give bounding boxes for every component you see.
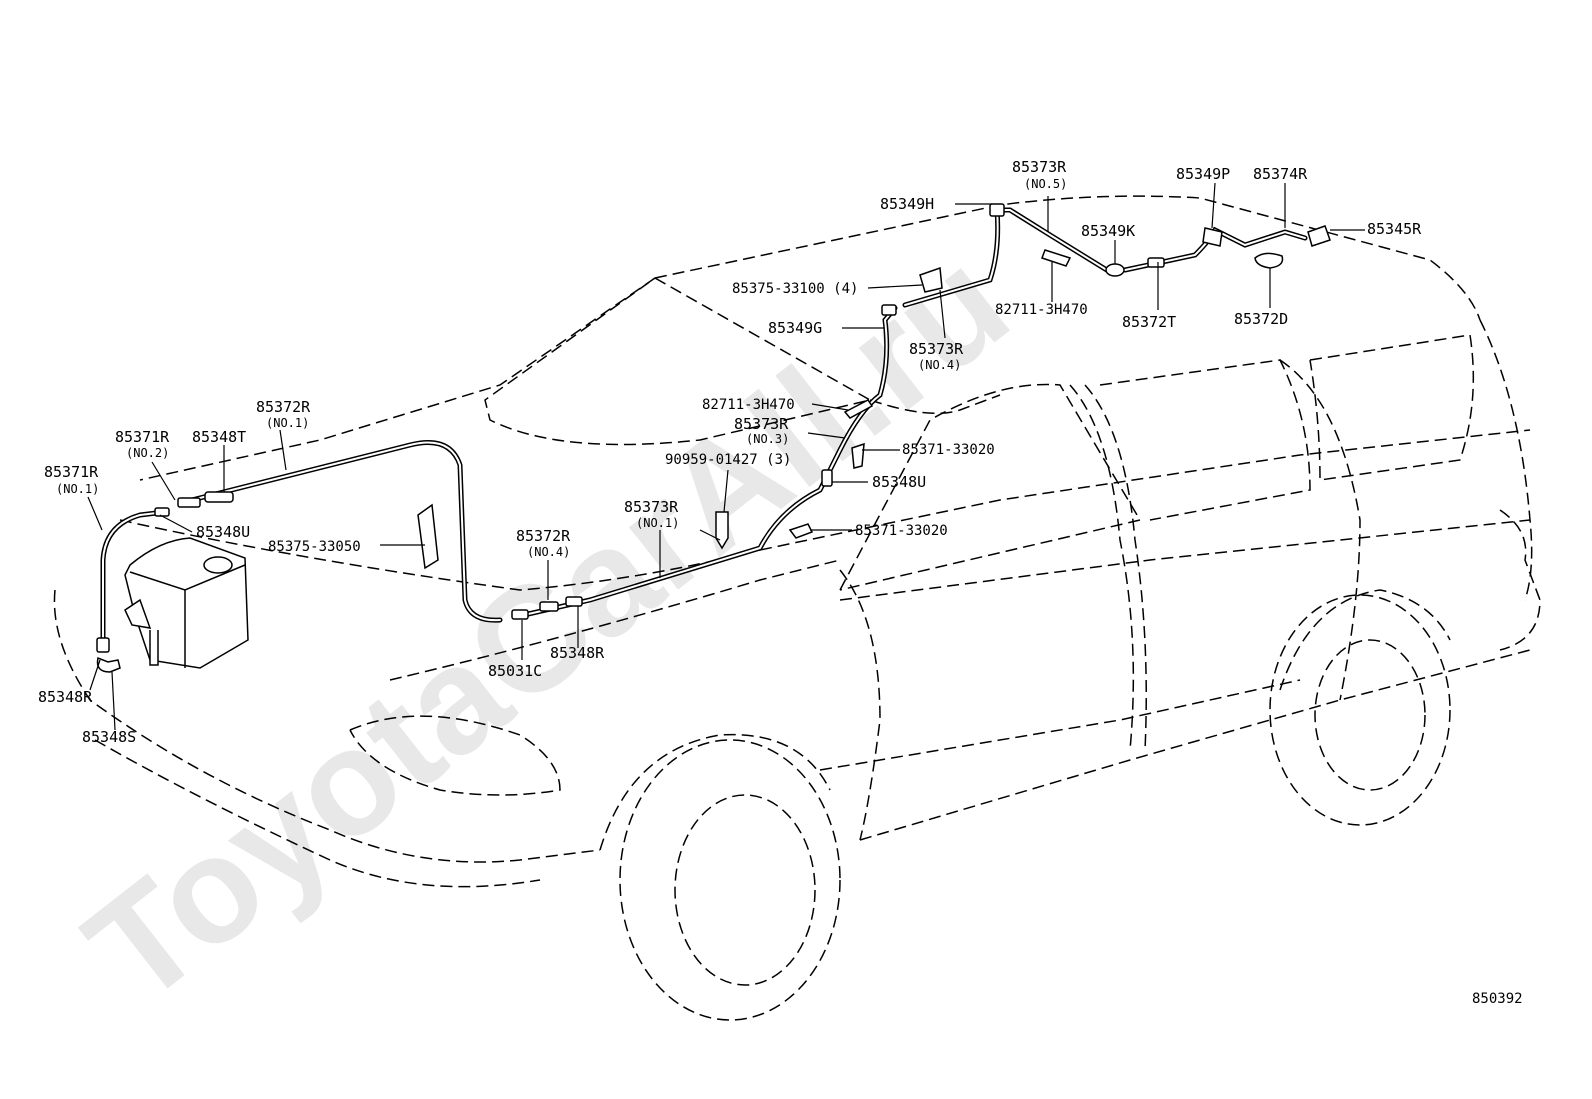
lower-side <box>819 679 1301 771</box>
clip-82711-3H470-mid <box>843 399 874 419</box>
joint-85349K <box>1105 263 1125 277</box>
label-85372R-no1-sub: (NO.1) <box>266 416 309 430</box>
label-85373R-no1: 85373R <box>624 498 679 516</box>
joint-85031C <box>511 609 529 620</box>
front-tire <box>619 739 841 1021</box>
parts <box>96 203 1331 673</box>
clip-85371-33020-a <box>851 442 865 469</box>
front-body <box>53 589 601 863</box>
rear-bumper <box>1499 509 1541 651</box>
label-82711-3H470-mid: 82711-3H470 <box>702 397 795 413</box>
joint-85348S <box>96 656 121 673</box>
joint-85348R-left <box>96 637 110 653</box>
label-85348R-left: 85348R <box>38 688 93 706</box>
hood-front <box>119 519 761 591</box>
label-85348R-mid: 85348R <box>550 644 605 662</box>
label-85349K: 85349K <box>1081 222 1135 240</box>
roof-line <box>654 195 1481 321</box>
rear-quarter-window <box>1309 334 1475 481</box>
joint-85348R-mid <box>565 596 583 607</box>
label-85372T: 85372T <box>1122 313 1176 331</box>
joint-85372T <box>1147 257 1165 268</box>
label-85371-33020-a: 85371-33020 <box>902 442 995 458</box>
label-85349G: 85349G <box>768 319 822 337</box>
label-85373R-no3-sub: (NO.3) <box>746 432 789 446</box>
label-85373R-no5-sub: (NO.5) <box>1024 177 1067 191</box>
label-85373R-no4: 85373R <box>909 340 964 358</box>
joint-85348U-left <box>154 507 170 517</box>
rocker-line <box>859 649 1531 841</box>
label-85348U-mid: 85348U <box>872 473 926 491</box>
hood-crease <box>389 559 841 681</box>
front-wheel-arch <box>599 733 831 851</box>
clip-85375-33050 <box>417 503 439 570</box>
rear-body <box>1479 319 1533 601</box>
nozzle-85345R <box>1307 225 1331 247</box>
label-85374R: 85374R <box>1253 165 1308 183</box>
rear-door-window <box>1099 359 1311 521</box>
joint-85349H <box>989 203 1005 217</box>
rear-rim <box>1314 639 1426 791</box>
rear-wheel-arch <box>1279 589 1451 691</box>
clip-85371-33020-b <box>788 523 814 539</box>
clip-82711-3H470-top <box>1041 249 1072 267</box>
label-85375-33050: 85375-33050 <box>268 539 361 555</box>
front-rim <box>674 794 816 986</box>
washer-tank <box>124 537 249 669</box>
side-mid-line <box>839 519 1531 601</box>
front-lower <box>94 739 541 888</box>
c-pillar <box>1279 359 1361 701</box>
clip-85375-33100 <box>919 266 943 293</box>
washer-hoses <box>100 207 1308 648</box>
label-85372D: 85372D <box>1234 310 1288 328</box>
joint-85372R-no4 <box>539 601 559 612</box>
roof-left-edge <box>139 277 656 481</box>
joint-85348U-mid <box>821 469 833 487</box>
label-85349H: 85349H <box>880 195 934 213</box>
front-door-front <box>839 569 881 841</box>
joint-85349G <box>881 304 897 316</box>
label-85375-33100: 85375-33100 (4) <box>732 281 858 297</box>
part-labels: 85373R (NO.5) 85349P 85374R 85349H 85345… <box>38 158 1523 1007</box>
label-85371R-no1: 85371R <box>44 463 99 481</box>
b-pillar-2 <box>1084 384 1147 751</box>
belt-line <box>759 429 1531 551</box>
label-85373R-no1-sub: (NO.1) <box>636 516 679 530</box>
label-82711-3H470-top: 82711-3H470 <box>995 302 1088 318</box>
label-85371R-no2: 85371R <box>115 428 170 446</box>
vehicle-outline <box>53 195 1541 1021</box>
label-85372R-no1: 85372R <box>256 398 311 416</box>
diagram-reference-number: 850392 <box>1472 991 1523 1007</box>
label-85373R-no3: 85373R <box>734 415 789 433</box>
joint-85348T <box>204 491 234 503</box>
label-85371R-no2-sub: (NO.2) <box>126 446 169 460</box>
label-90959-01427: 90959-01427 (3) <box>665 452 791 468</box>
label-85345R: 85345R <box>1367 220 1422 238</box>
label-85349P: 85349P <box>1176 165 1230 183</box>
label-85372R-no4: 85372R <box>516 527 571 545</box>
grommet-85372D <box>1254 252 1284 269</box>
label-85348S: 85348S <box>82 728 136 746</box>
front-door-window <box>839 383 1142 591</box>
rear-tire <box>1269 594 1451 826</box>
leader-lines <box>87 182 1365 731</box>
b-pillar <box>1069 384 1135 751</box>
windshield <box>484 277 873 446</box>
label-85372R-no4-sub: (NO.4) <box>527 545 570 559</box>
joint-85371R-no2 <box>177 497 201 508</box>
headlamp <box>349 715 561 796</box>
label-85031C: 85031C <box>488 662 542 680</box>
label-85373R-no4-sub: (NO.4) <box>918 358 961 372</box>
a-pillar <box>869 394 1001 415</box>
joint-85349P <box>1202 227 1223 247</box>
label-85373R-no5: 85373R <box>1012 158 1067 176</box>
label-85348T: 85348T <box>192 428 246 446</box>
label-85348U-left: 85348U <box>196 523 250 541</box>
label-85371R-no1-sub: (NO.1) <box>56 482 99 496</box>
label-85371-33020-b: 85371-33020 <box>855 523 948 539</box>
